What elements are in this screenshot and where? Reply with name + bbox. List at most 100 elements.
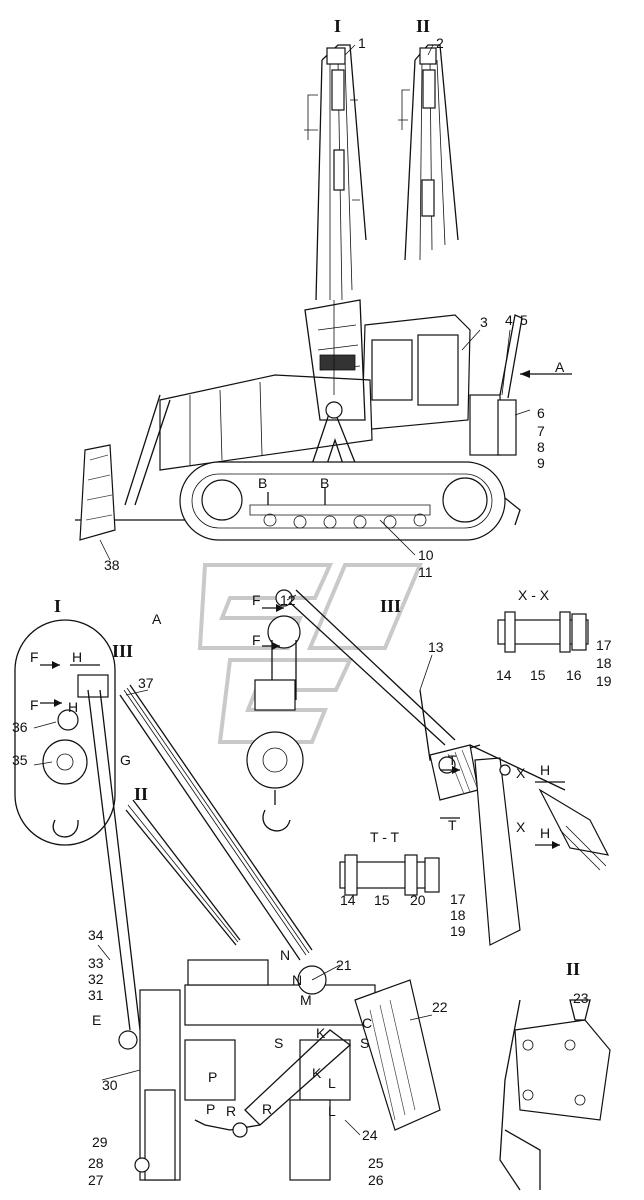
callout-18: 18 <box>596 655 612 671</box>
marker-H-3: H <box>540 762 550 778</box>
marker-F-4: F <box>30 697 39 713</box>
marker-N-1: N <box>280 947 290 963</box>
boom-view-II <box>398 44 459 261</box>
callout-32: 32 <box>88 971 104 987</box>
callout-23: 23 <box>573 990 589 1006</box>
marker-C: C <box>362 1015 372 1031</box>
callout-24: 24 <box>362 1127 378 1143</box>
label-arrow-A: A <box>555 359 565 375</box>
callout-6: 6 <box>537 405 545 421</box>
callout-33: 33 <box>88 955 104 971</box>
label-section-TT: T - T <box>370 829 399 845</box>
view-II-bracket-detail <box>499 999 611 1191</box>
callout-7: 7 <box>537 423 545 439</box>
marker-F-3: F <box>30 649 39 665</box>
marker-K-1: K <box>316 1025 326 1041</box>
label-section-XX: X - X <box>518 587 550 603</box>
label-view-III-mid: III <box>380 596 401 616</box>
lower-boom-and-cables <box>87 684 313 1031</box>
callout-10: 10 <box>418 547 434 563</box>
callout-19: 19 <box>596 673 612 689</box>
marker-G: G <box>120 752 131 768</box>
pipelayer-side-view <box>75 299 523 541</box>
callout-26: 26 <box>368 1172 384 1188</box>
marker-K-2: K <box>312 1065 322 1081</box>
callout-3: 3 <box>480 314 488 330</box>
callout-25: 25 <box>368 1155 384 1171</box>
callout-31: 31 <box>88 987 104 1003</box>
marker-L-2: L <box>328 1103 336 1119</box>
view-III-boom-detail <box>284 589 610 946</box>
undercarriage-assembly <box>118 959 441 1181</box>
leader-lines <box>33 44 531 1136</box>
callout-5: 5 <box>520 312 528 328</box>
boom-view-I <box>304 44 367 301</box>
callout-21: 21 <box>336 957 352 973</box>
marker-H-4: H <box>540 825 550 841</box>
callout-14b: 14 <box>340 892 356 908</box>
marker-R-1: R <box>226 1103 236 1119</box>
callout-17: 17 <box>596 637 612 653</box>
marker-R-2: R <box>262 1101 272 1117</box>
callout-1: 1 <box>358 35 366 51</box>
marker-L-1: L <box>328 1075 336 1091</box>
callout-30: 30 <box>102 1077 118 1093</box>
callout-11: 11 <box>418 564 433 580</box>
callout-19b: 19 <box>450 923 466 939</box>
callout-34: 34 <box>88 927 104 943</box>
marker-S-1: S <box>274 1035 283 1051</box>
marker-S-2: S <box>360 1035 369 1051</box>
direction-arrows <box>40 604 565 849</box>
label-view-I-oval: I <box>54 596 61 616</box>
callout-8: 8 <box>537 439 545 455</box>
callout-14: 14 <box>496 667 512 683</box>
marker-B-1: B <box>258 475 267 491</box>
watermark-logo <box>197 563 424 744</box>
hook-block-assembly <box>246 589 304 832</box>
marker-X-2: X <box>516 819 526 835</box>
label-view-II-lower: II <box>134 784 148 804</box>
label-view-II-right: II <box>566 959 580 979</box>
marker-P-1: P <box>208 1069 217 1085</box>
marker-F-1: F <box>252 592 261 608</box>
view-A-oval-detail <box>14 619 116 846</box>
callout-9: 9 <box>537 455 545 471</box>
label-view-A-oval: A <box>152 611 162 627</box>
callout-37: 37 <box>138 675 154 691</box>
section-XX-drawing <box>497 611 589 653</box>
marker-H-2: H <box>68 699 78 715</box>
marker-F-2: F <box>252 632 261 648</box>
section-letter-markers: B B F F F F H H H H G T T X X E N N M K … <box>30 475 550 1119</box>
marker-T-2: T <box>448 817 457 833</box>
callout-15b: 15 <box>374 892 390 908</box>
callout-12: 12 <box>280 592 296 608</box>
marker-B-2: B <box>320 475 329 491</box>
label-view-II-top: II <box>416 16 430 36</box>
callout-17b: 17 <box>450 891 466 907</box>
callout-18b: 18 <box>450 907 466 923</box>
callout-2: 2 <box>436 35 444 51</box>
marker-M: M <box>300 992 312 1008</box>
label-view-I-top: I <box>334 16 341 36</box>
section-TT-drawing <box>339 854 440 896</box>
callout-36: 36 <box>12 719 28 735</box>
callout-28: 28 <box>88 1155 104 1171</box>
marker-N-2: N <box>292 972 302 988</box>
callout-29: 29 <box>92 1134 108 1150</box>
marker-E: E <box>92 1012 101 1028</box>
callout-27: 27 <box>88 1172 104 1188</box>
marker-P-2: P <box>206 1101 215 1117</box>
callout-numbers: 1 2 3 4 5 6 7 8 9 10 11 12 13 14 15 16 1… <box>12 35 612 1188</box>
marker-H-1: H <box>72 649 82 665</box>
callout-13: 13 <box>428 639 444 655</box>
callout-20: 20 <box>410 892 426 908</box>
callout-15: 15 <box>530 667 546 683</box>
marker-T-1: T <box>448 752 457 768</box>
label-view-III-oval: III <box>112 641 133 661</box>
marker-X-1: X <box>516 765 526 781</box>
callout-35: 35 <box>12 752 28 768</box>
callout-22: 22 <box>432 999 448 1015</box>
callout-38: 38 <box>104 557 120 573</box>
callout-16: 16 <box>566 667 582 683</box>
